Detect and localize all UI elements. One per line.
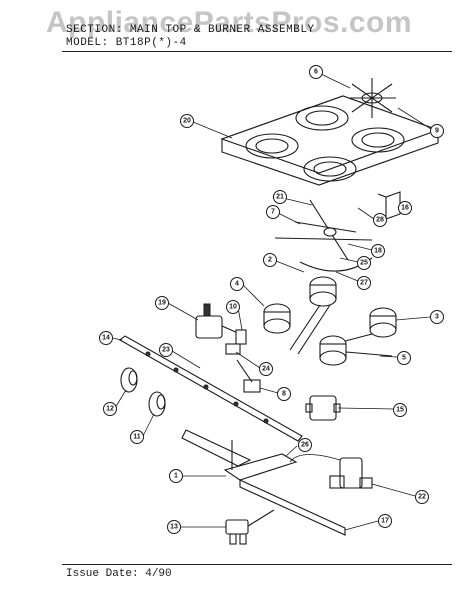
callout-17: 17 [378,514,392,528]
svg-text:26: 26 [301,442,309,449]
callout-1: 1 [169,469,183,483]
issue-date: Issue Date: 4/90 [66,568,172,580]
model-title: MODEL: BT18P(*)-4 [66,37,187,49]
svg-text:11: 11 [133,434,141,441]
callout-11: 11 [130,430,144,444]
svg-text:6: 6 [314,69,318,76]
svg-text:1: 1 [174,473,178,480]
callout-8: 8 [277,387,291,401]
callout-3: 3 [430,310,444,324]
callout-10: 10 [226,300,240,314]
callout-28: 28 [373,213,387,227]
valve-assembly-22 [289,454,373,489]
svg-text:24: 24 [262,366,270,373]
svg-text:19: 19 [158,300,166,307]
lower-valve-13 [225,509,275,545]
callout-19: 19 [155,296,169,310]
callout-24: 24 [259,362,273,376]
svg-text:18: 18 [374,248,382,255]
svg-text:28: 28 [376,217,384,224]
callout-9-top: 9 [430,124,444,138]
callout-18: 18 [371,244,385,258]
svg-text:22: 22 [418,494,426,501]
side-bracket [377,191,401,220]
svg-text:23: 23 [162,347,170,354]
callout-20: 20 [180,114,194,128]
callout-23: 23 [159,343,173,357]
callout-5: 5 [397,351,411,365]
leader-lines [111,73,432,531]
callout-27: 27 [357,276,371,290]
section-title: SECTION: MAIN TOP & BURNER ASSEMBLY [66,24,315,36]
svg-text:16: 16 [401,205,409,212]
callout-26: 26 [298,438,312,452]
callout-2: 2 [263,253,277,267]
burner-tubes [263,257,397,366]
watermark: AppliancePartsPros.com [45,6,413,39]
svg-text:25: 25 [360,260,368,267]
callout-13: 13 [167,520,181,534]
main-top-panel [220,95,440,186]
callout-6: 6 [309,65,323,79]
svg-text:15: 15 [396,407,404,414]
footer-rule [62,564,452,565]
svg-text:21: 21 [276,194,284,201]
svg-text:7: 7 [271,209,275,216]
lower-bracket [181,429,346,536]
burner-grate [350,78,396,118]
callout-15: 15 [393,403,407,417]
svg-text:8: 8 [282,391,286,398]
burner-spreader [274,199,373,261]
callout-22: 22 [415,490,429,504]
gas-valve-19 [195,303,247,355]
svg-text:27: 27 [360,280,368,287]
svg-text:13: 13 [170,524,178,531]
callout-21: 21 [273,190,287,204]
callout-4: 4 [230,277,244,291]
svg-text:12: 12 [106,406,114,413]
svg-text:4: 4 [235,281,239,288]
svg-text:10: 10 [229,304,237,311]
header-rule [62,51,452,52]
svg-text:5: 5 [402,355,406,362]
pressure-regulator [305,395,341,421]
callout-16: 16 [398,201,412,215]
svg-text:14: 14 [102,335,110,342]
knob-11 [148,391,166,417]
callout-7: 7 [266,205,280,219]
knob-12 [120,367,138,393]
callout-25: 25 [357,256,371,270]
callout-12: 12 [103,402,117,416]
valve-8 [236,359,261,393]
svg-text:2: 2 [268,257,272,264]
svg-text:17: 17 [381,518,389,525]
callout-14: 14 [99,331,113,345]
manifold-rail [119,335,303,442]
svg-text:20: 20 [183,118,191,125]
svg-text:9: 9 [435,128,439,135]
svg-text:3: 3 [435,314,439,321]
